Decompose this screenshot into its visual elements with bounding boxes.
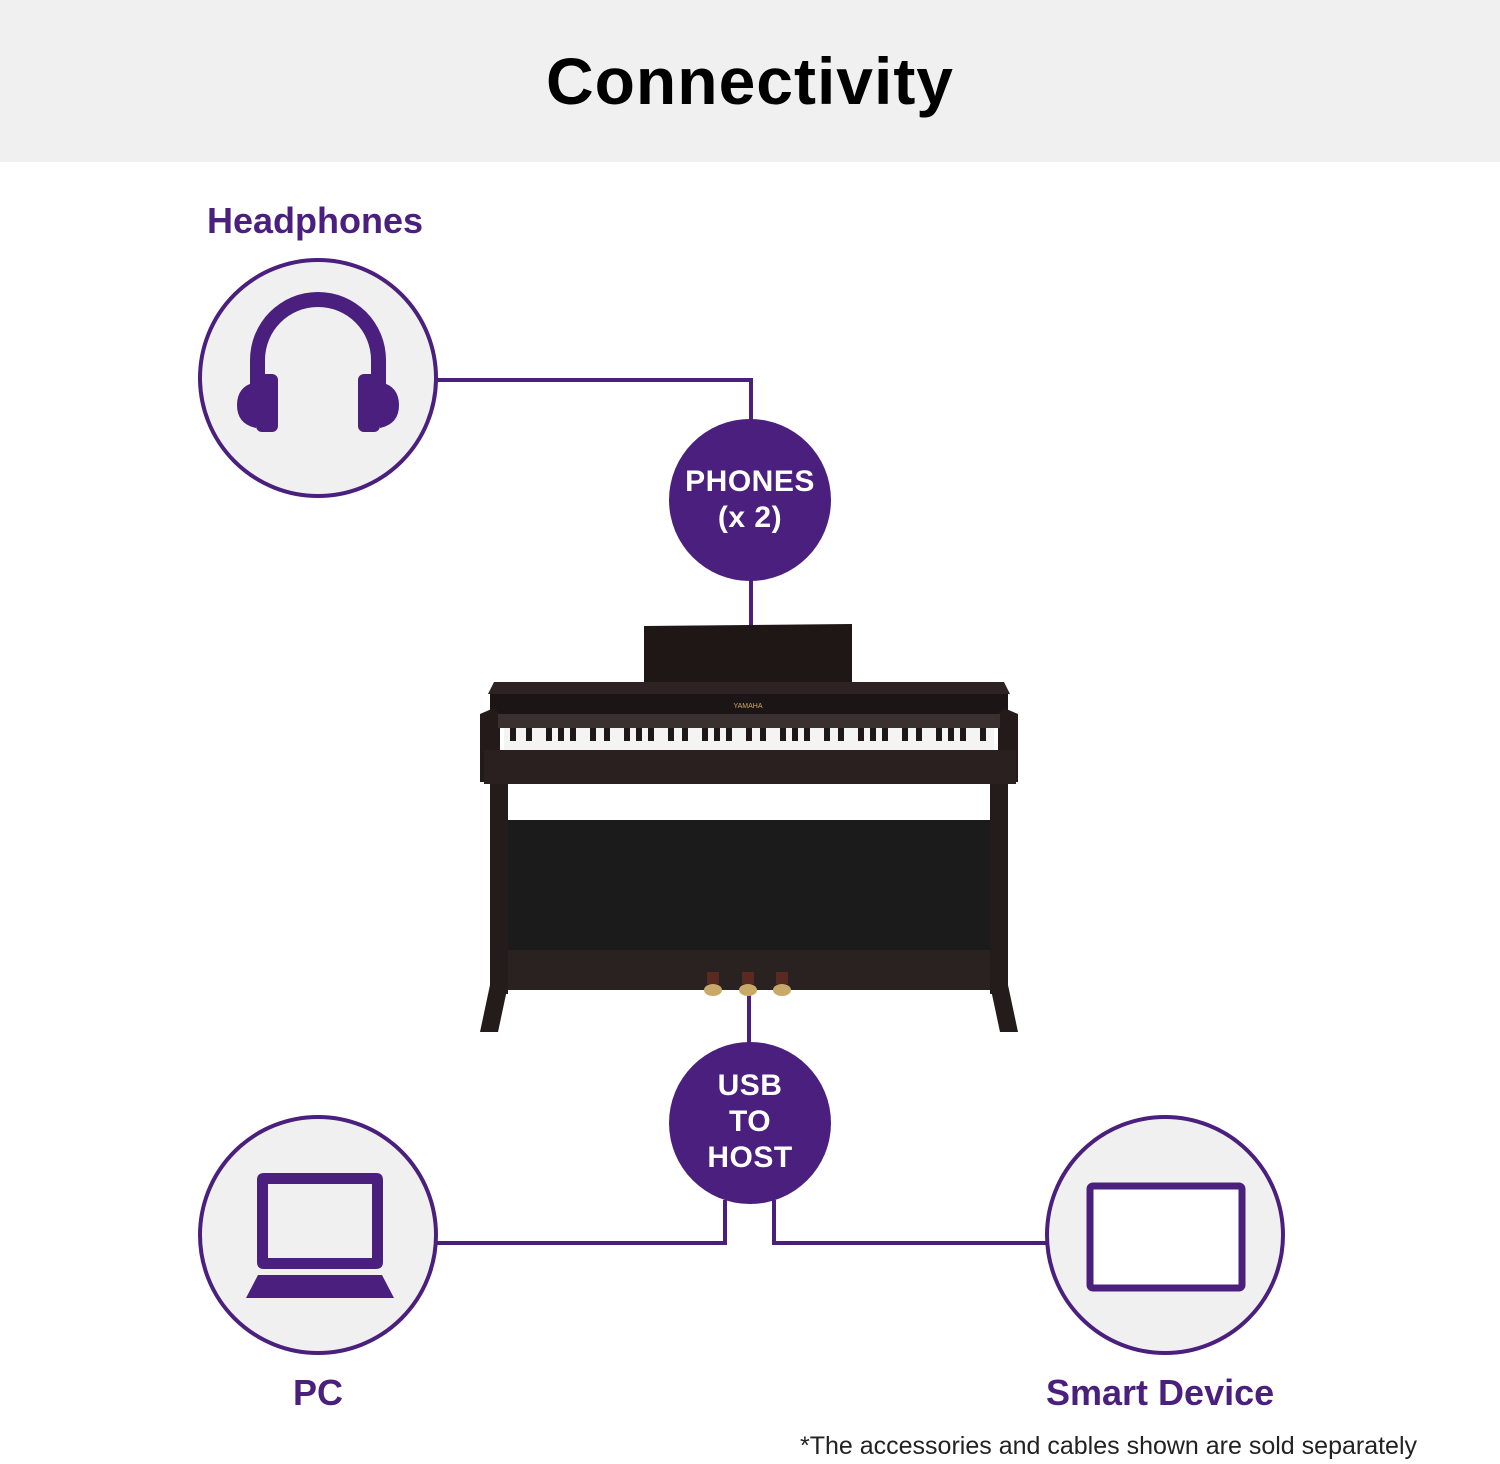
tablet-icon — [1086, 1182, 1246, 1292]
phones-port-node — [669, 419, 831, 581]
footnote: *The accessories and cables shown are so… — [800, 1432, 1418, 1460]
phones-port-line1: PHONES — [685, 465, 815, 498]
usb-port-line1: USB — [717, 1069, 783, 1102]
headphones-node — [198, 258, 438, 498]
usb-port-label: USB TO HOST — [669, 1068, 831, 1176]
piano-brand-logo: YAMAHA — [733, 703, 762, 710]
usb-port-line3: HOST — [707, 1141, 793, 1174]
usb-port-node — [669, 1042, 831, 1204]
headphones-icon — [237, 292, 399, 432]
headphones-label: Headphones — [207, 200, 424, 241]
pc-connector — [437, 1200, 727, 1245]
phones-port-line2: (x 2) — [717, 501, 783, 534]
header-banner: Connectivity — [0, 0, 1500, 162]
laptop-icon — [246, 1173, 394, 1298]
pc-label: PC — [293, 1372, 344, 1413]
connector-lines — [436, 378, 1047, 1245]
digital-piano-image: YAMAHA — [480, 624, 1018, 1032]
phones-port-label: PHONES (x 2) — [669, 464, 831, 536]
smart-device-connector — [772, 1200, 1047, 1245]
usb-port-line2: TO — [728, 1105, 772, 1138]
page-title: Connectivity — [545, 44, 955, 118]
pc-node — [198, 1115, 438, 1355]
smart-device-label: Smart Device — [1046, 1372, 1275, 1413]
smart-device-node — [1045, 1115, 1285, 1355]
headphones-connector — [436, 378, 753, 420]
